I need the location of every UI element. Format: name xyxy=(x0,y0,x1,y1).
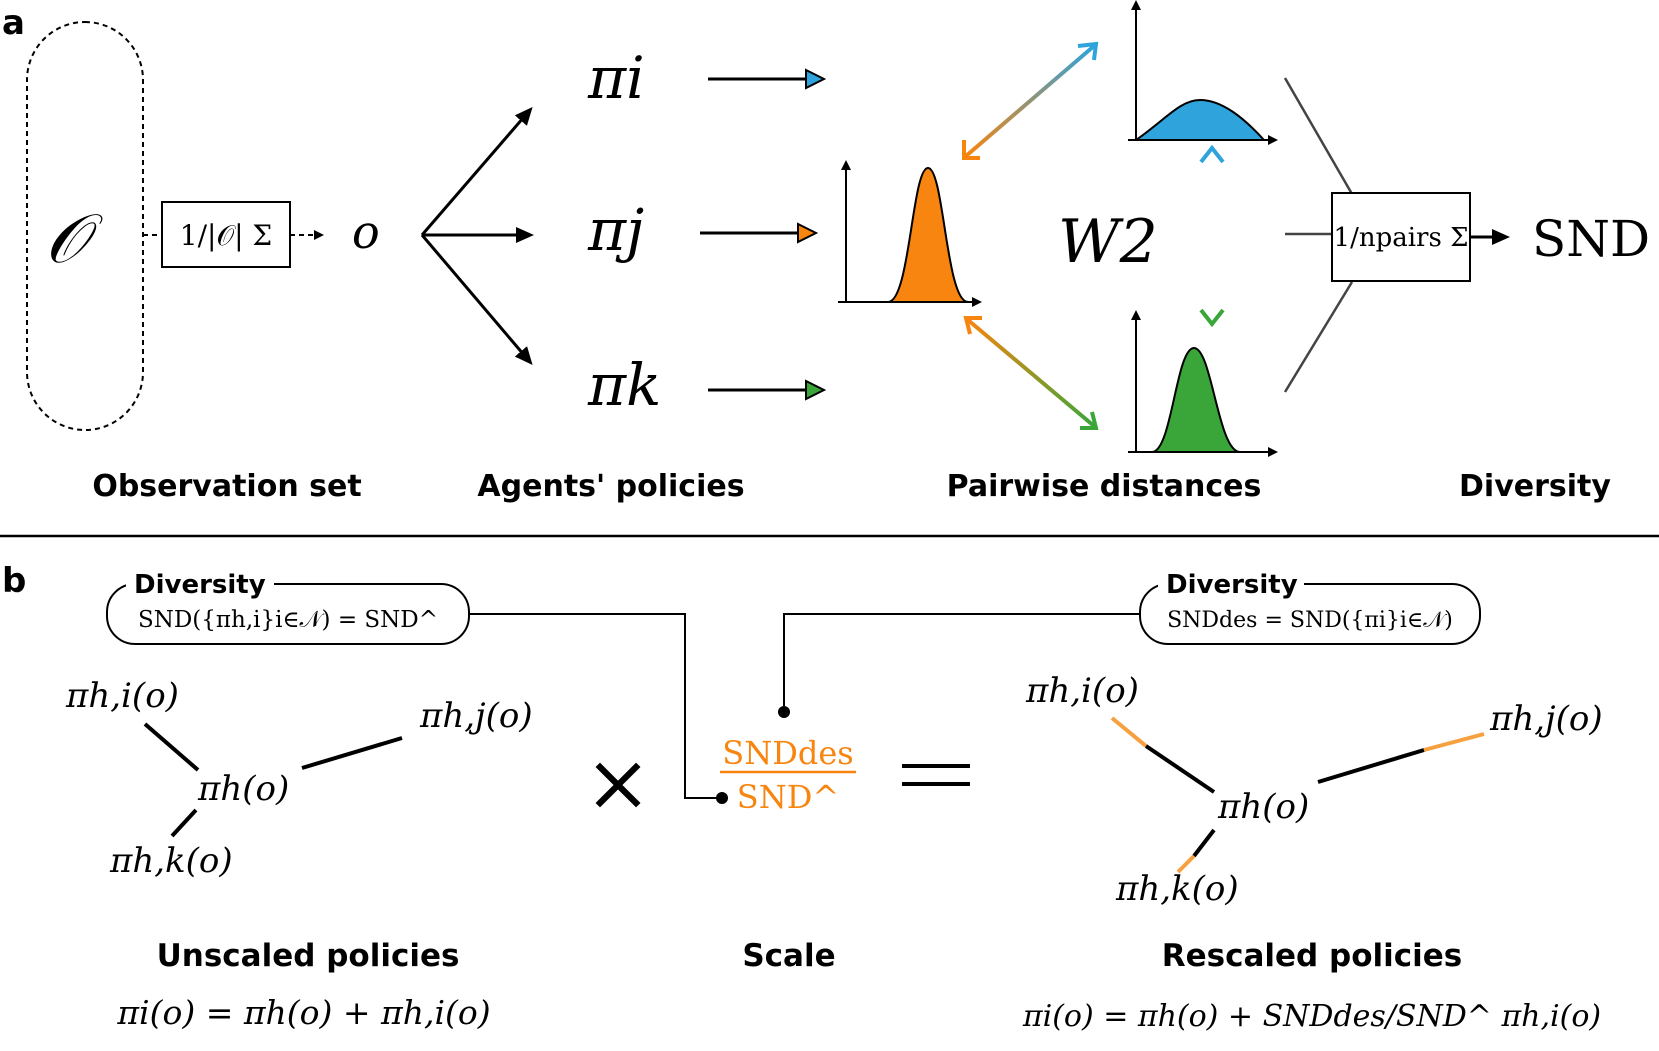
distribution-i xyxy=(1128,0,1278,145)
rescaled-graph xyxy=(1110,716,1485,874)
unscaled-node-i: πh,i(o) xyxy=(65,676,179,716)
policy-k: πk xyxy=(587,351,661,419)
distance-arrow-ij xyxy=(962,41,1099,160)
wasserstein-label: W2 xyxy=(1058,207,1158,277)
policy-i: πi xyxy=(587,44,645,112)
agg-line-top xyxy=(1283,77,1354,195)
caption-unscaled-policies: Unscaled policies xyxy=(157,938,460,974)
equation-unscaled: πi(o) = πh(o) + πh,i(o) xyxy=(116,993,490,1032)
left-box-connector xyxy=(469,613,722,799)
policy-j: πj xyxy=(587,196,644,264)
policy-arrowhead-k xyxy=(805,379,827,401)
left-connector-dot xyxy=(716,792,728,804)
rescaled-node-j: πh,j(o) xyxy=(1489,699,1603,739)
unscaled-node-center: πh(o) xyxy=(197,769,289,809)
scale-denominator: SND^ xyxy=(737,778,839,816)
distance-arrow-ik xyxy=(1199,144,1225,328)
left-diversity-title: Diversity xyxy=(134,570,266,600)
distribution-j xyxy=(838,160,982,307)
unscaled-graph xyxy=(143,722,403,838)
fan-arrow-k xyxy=(420,234,533,366)
obs-average-box xyxy=(161,201,291,268)
fan-arrow-i xyxy=(420,106,533,236)
times-symbol: × xyxy=(584,736,651,829)
distance-arrow-jk xyxy=(963,316,1099,430)
caption-pairwise-distances: Pairwise distances xyxy=(947,469,1262,504)
caption-rescaled-policies: Rescaled policies xyxy=(1162,938,1463,974)
right-connector-dot xyxy=(778,706,790,718)
caption-scale: Scale xyxy=(742,938,835,974)
right-diversity-formula: SNDdes = SND({πi}i∈𝒩) xyxy=(1167,608,1453,633)
policy-arrowhead-i xyxy=(805,68,827,90)
caption-agents-policies: Agents' policies xyxy=(477,469,744,504)
pairs-average-operator: 1/npairs Σ xyxy=(1334,223,1469,253)
observation-symbol: o xyxy=(352,205,380,259)
policy-arrowhead-j xyxy=(797,222,819,244)
right-diversity-title: Diversity xyxy=(1166,570,1298,600)
distribution-k xyxy=(1128,310,1278,457)
agg-line-bottom xyxy=(1283,281,1354,393)
rescaled-node-k: πh,k(o) xyxy=(1115,869,1239,909)
equation-rescaled: πi(o) = πh(o) + SNDdes/SND^ πh,i(o) xyxy=(1022,999,1601,1034)
unscaled-node-k: πh,k(o) xyxy=(109,841,233,881)
left-diversity-formula: SND({πh,i}i∈𝒩) = SND^ xyxy=(138,607,438,633)
right-box-connector xyxy=(783,613,1140,712)
left-title-mask xyxy=(126,570,274,596)
panel-a-letter: a xyxy=(2,3,25,43)
right-title-mask xyxy=(1158,570,1304,596)
rescaled-node-i: πh,i(o) xyxy=(1025,671,1139,711)
obs-average-operator: 1/|𝒪| Σ xyxy=(180,219,272,252)
panel-b-letter: b xyxy=(2,561,26,601)
pairs-average-box xyxy=(1331,192,1471,282)
caption-observation-set: Observation set xyxy=(92,469,361,504)
caption-diversity: Diversity xyxy=(1459,469,1611,504)
observation-set-capsule xyxy=(26,21,144,431)
scale-numerator: SNDdes xyxy=(722,734,853,772)
unscaled-node-j: πh,j(o) xyxy=(419,696,533,736)
rescaled-node-center: πh(o) xyxy=(1217,787,1309,827)
observation-set-symbol: 𝒪 xyxy=(45,200,103,279)
snd-output: SND xyxy=(1532,210,1650,268)
